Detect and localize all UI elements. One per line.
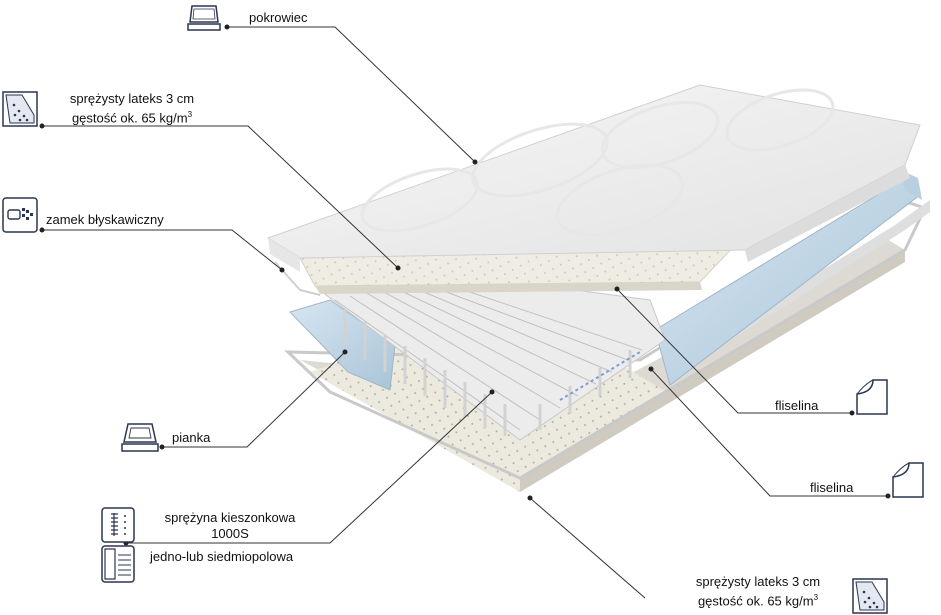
mattress-cover — [266, 84, 921, 296]
latex-top-line2: gęstość ok. 65 kg/m3 — [52, 107, 212, 126]
pocket-spring-icon — [101, 507, 135, 543]
latex-layer-icon — [852, 578, 888, 614]
fleece-icon — [856, 379, 888, 415]
mattress-cover-icon — [187, 5, 221, 31]
latex-top-line1: sprężysty lateks 3 cm — [69, 91, 195, 106]
zipper-icon — [2, 197, 38, 233]
latex-bottom-line2: gęstość ok. 65 kg/m3 — [676, 590, 840, 609]
leader-lines — [42, 26, 888, 599]
latex-bottom-superscript: 3 — [813, 593, 819, 602]
zones-label: jedno-lub siedmiopolowa — [150, 549, 294, 564]
spring-line1: sprężyna kieszonkowa — [164, 510, 296, 525]
latex-bottom-line1: sprężysty lateks 3 cm — [695, 574, 821, 589]
spring-label: sprężyna kieszonkowa 1000S — [150, 510, 310, 542]
latex-bottom-density: gęstość ok. 65 kg/m — [697, 593, 814, 609]
latex-layer-icon — [2, 91, 38, 127]
zone-layout-icon — [101, 545, 135, 583]
fleece-upper-label: fliselina — [775, 398, 819, 413]
fleece-lower-label: fliselina — [810, 480, 854, 495]
latex-bottom-label: sprężysty lateks 3 cm gęstość ok. 65 kg/… — [676, 574, 840, 609]
zipper-label: zamek błyskawiczny — [46, 212, 164, 227]
latex-top-density: gęstość ok. 65 kg/m — [71, 110, 188, 126]
leader-dots — [39, 24, 891, 546]
pocket-spring-block — [320, 271, 666, 441]
foam-icon — [121, 423, 159, 452]
spring-line2: 1000S — [211, 526, 249, 541]
cover-label: pokrowiec — [249, 10, 308, 25]
latex-top-label: sprężysty lateks 3 cm gęstość ok. 65 kg/… — [52, 91, 212, 126]
latex-top-superscript: 3 — [187, 110, 193, 119]
foam-label: pianka — [172, 430, 211, 445]
fleece-icon — [892, 462, 924, 498]
